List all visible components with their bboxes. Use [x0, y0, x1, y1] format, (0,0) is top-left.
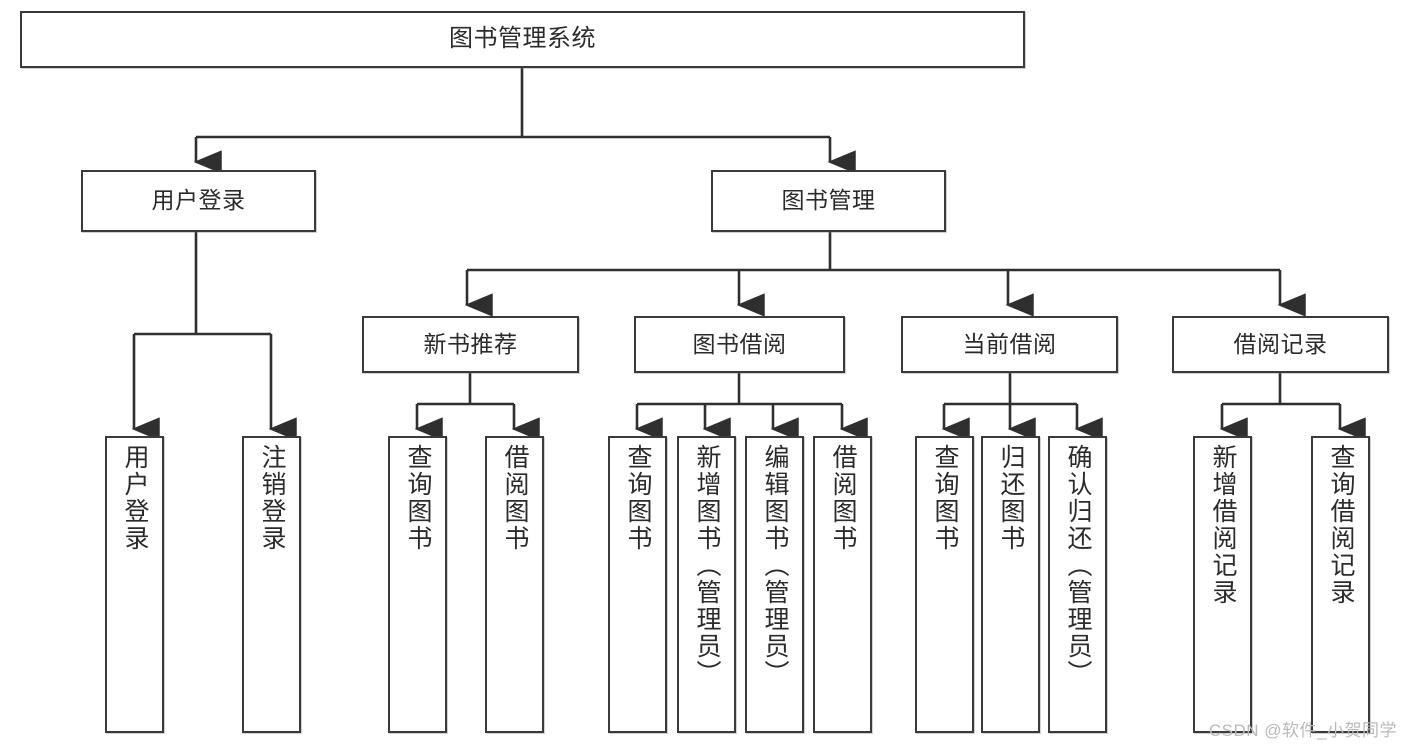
leaf-borrow-record-add-record[interactable]: 新增借阅记录 [1193, 436, 1252, 733]
node-label: 借阅图书 [829, 444, 857, 552]
node-borrow-record[interactable]: 借阅记录 [1172, 316, 1389, 373]
leaf-new-book-query-book[interactable]: 查询图书 [388, 436, 447, 733]
leaf-current-borrow-query-book[interactable]: 查询图书 [915, 436, 974, 733]
node-label: 查询图书 [404, 444, 432, 552]
leaf-borrow-record-query-record[interactable]: 查询借阅记录 [1311, 436, 1370, 733]
csdn-watermark: CSDN @软件_小贺同学 [1208, 721, 1397, 740]
node-book-borrow[interactable]: 图书借阅 [634, 316, 845, 373]
leaf-user-login-login[interactable]: 用户登录 [105, 436, 164, 733]
node-label: 借阅记录 [1233, 330, 1328, 357]
node-label: 图书借阅 [692, 330, 787, 357]
node-label: 借阅图书 [501, 444, 529, 552]
node-label: 图书管理 [781, 187, 876, 214]
node-label: 新增借阅记录 [1209, 444, 1237, 606]
node-label: 新增图书（管理员） [693, 444, 721, 687]
node-new-book-recommend[interactable]: 新书推荐 [362, 316, 579, 373]
node-label: 新书推荐 [423, 330, 518, 357]
node-label: 查询图书 [624, 444, 652, 552]
leaf-book-borrow-borrow-book[interactable]: 借阅图书 [813, 436, 872, 733]
node-label: 归还图书 [997, 444, 1025, 552]
leaf-user-login-logout[interactable]: 注销登录 [242, 436, 301, 733]
leaf-book-borrow-query-book[interactable]: 查询图书 [608, 436, 667, 733]
leaf-current-borrow-return-book[interactable]: 归还图书 [981, 436, 1040, 733]
node-book-management[interactable]: 图书管理 [711, 170, 946, 232]
node-current-borrow[interactable]: 当前借阅 [901, 316, 1118, 373]
node-label: 查询借阅记录 [1327, 444, 1355, 606]
node-label: 用户登录 [151, 187, 246, 214]
node-label: 注销登录 [258, 444, 286, 552]
leaf-new-book-borrow-book[interactable]: 借阅图书 [485, 436, 544, 733]
node-label: 确认归还（管理员） [1064, 444, 1092, 687]
leaf-book-borrow-add-book-admin[interactable]: 新增图书（管理员） [677, 436, 736, 733]
leaf-current-borrow-confirm-return-admin[interactable]: 确认归还（管理员） [1048, 436, 1107, 733]
node-label: 当前借阅 [962, 330, 1057, 357]
node-label: 图书管理系统 [449, 25, 596, 53]
node-root-book-management-system[interactable]: 图书管理系统 [20, 11, 1025, 68]
leaf-book-borrow-edit-book-admin[interactable]: 编辑图书（管理员） [745, 436, 804, 733]
node-user-login[interactable]: 用户登录 [81, 170, 316, 232]
node-label: 编辑图书（管理员） [761, 444, 789, 687]
node-label: 查询图书 [931, 444, 959, 552]
node-label: 用户登录 [121, 444, 149, 552]
